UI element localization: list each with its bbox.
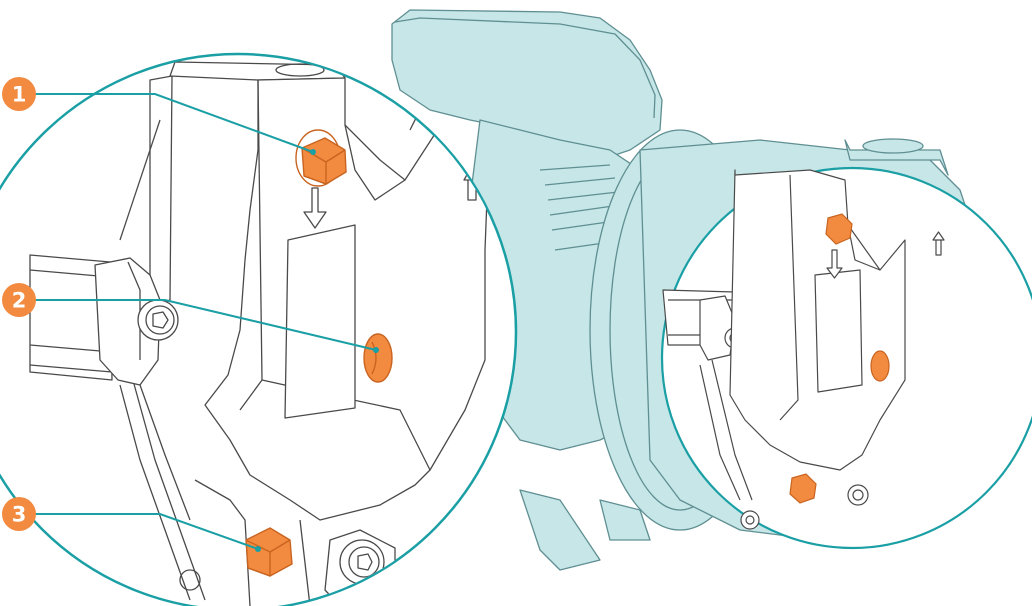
pump-outlet-opening bbox=[862, 138, 924, 154]
small-plug-1 bbox=[825, 213, 853, 245]
callout-2: 2 bbox=[2, 283, 36, 317]
zoom-arrow-down bbox=[303, 187, 327, 229]
zoom-label-plate bbox=[284, 224, 356, 419]
callout-2-badge bbox=[2, 283, 36, 317]
small-arrow-down bbox=[826, 249, 843, 279]
pump-foot bbox=[519, 489, 601, 571]
callout-2-leader bbox=[33, 299, 377, 351]
callout-3-leader bbox=[33, 513, 259, 550]
zoom-clamp bbox=[94, 257, 161, 386]
callout-1-leader bbox=[33, 93, 314, 153]
small-view bbox=[660, 166, 1032, 550]
pump-terminal-box-lid bbox=[394, 17, 656, 119]
zoom-pipe bbox=[29, 254, 113, 381]
callout-3-badge bbox=[2, 497, 36, 531]
zoom-plug-2 bbox=[363, 333, 393, 383]
small-bottom-bolt bbox=[847, 484, 869, 506]
small-plug-3 bbox=[789, 473, 817, 504]
pump-outlet bbox=[844, 139, 949, 176]
pump-foot-2 bbox=[599, 499, 651, 541]
callout-3: 3 bbox=[2, 497, 36, 531]
callout-3-number: 3 bbox=[12, 503, 27, 527]
callout-1-badge bbox=[2, 77, 36, 111]
callouts: 1 2 3 bbox=[2, 77, 379, 552]
small-label-plate bbox=[814, 269, 863, 393]
small-clamp bbox=[699, 295, 736, 361]
callout-2-number: 2 bbox=[12, 289, 27, 313]
callout-1: 1 bbox=[2, 77, 36, 111]
small-plug-2 bbox=[870, 350, 890, 382]
callout-1-number: 1 bbox=[12, 83, 27, 107]
zoom-view bbox=[0, 52, 518, 606]
small-arrow-up bbox=[932, 231, 945, 256]
